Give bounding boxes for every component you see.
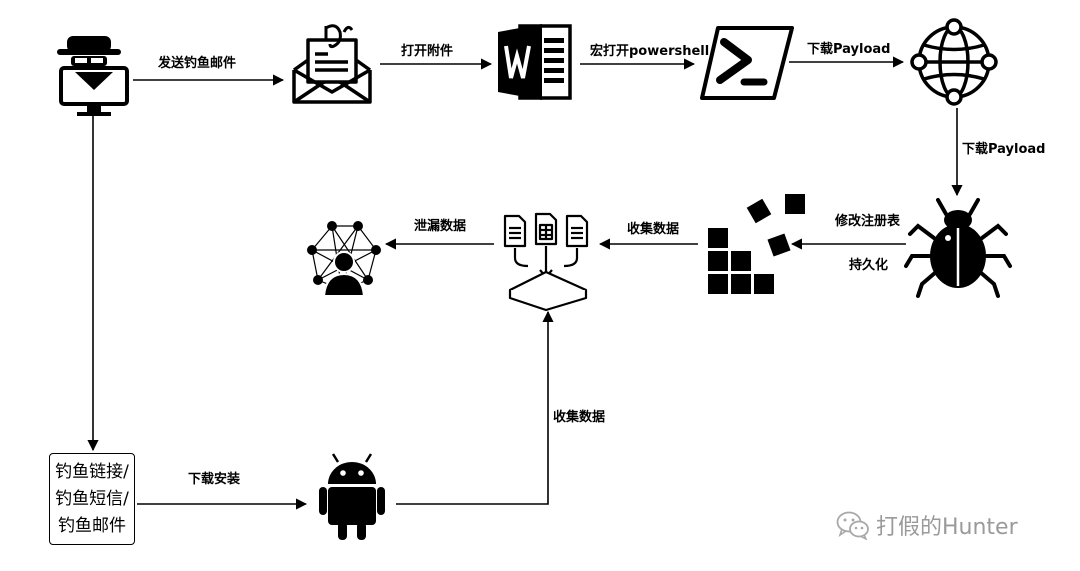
word-document-icon bbox=[498, 24, 572, 100]
phish-box-line1: 钓鱼链接/ bbox=[55, 461, 129, 482]
edge-label-macro-open-powershell: 宏打开powershell bbox=[590, 44, 710, 59]
phish-box-line3: 钓鱼邮件 bbox=[58, 515, 126, 536]
edge-label-download-install: 下载安装 bbox=[188, 472, 241, 487]
data-leak-network-icon bbox=[307, 221, 381, 297]
phishing-vector-box: 钓鱼链接/ 钓鱼短信/ 钓鱼邮件 bbox=[49, 453, 135, 545]
edge-label-persistence: 持久化 bbox=[849, 258, 889, 273]
edge-label-open-attachment: 打开附件 bbox=[401, 44, 454, 59]
edge-label-download-payload-2: 下载Payload bbox=[962, 142, 1046, 157]
malware-bug-icon bbox=[904, 198, 1012, 298]
edge-label-collect-data-1: 收集数据 bbox=[627, 222, 680, 237]
network-globe-icon bbox=[910, 18, 998, 106]
powershell-icon bbox=[700, 26, 794, 100]
android-icon bbox=[319, 453, 385, 540]
hacker-icon bbox=[57, 36, 129, 116]
arrow-android-to-collect bbox=[396, 310, 554, 505]
registry-icon bbox=[708, 194, 805, 294]
phish-box-line2: 钓鱼短信/ bbox=[55, 488, 129, 509]
watermark: 打假的Hunter bbox=[836, 508, 1018, 542]
data-collection-icon bbox=[503, 212, 589, 312]
edge-label-modify-registry: 修改注册表 bbox=[835, 214, 901, 229]
phishing-email-icon bbox=[292, 24, 372, 104]
watermark-text: 打假的Hunter bbox=[876, 515, 1018, 540]
edge-label-download-payload-1: 下载Payload bbox=[807, 42, 891, 57]
edge-label-collect-data-2: 收集数据 bbox=[553, 410, 606, 425]
wechat-icon bbox=[836, 511, 869, 540]
edge-label-send-phish-email: 发送钓鱼邮件 bbox=[158, 56, 237, 71]
edge-label-leak-data: 泄漏数据 bbox=[414, 219, 467, 234]
arrows bbox=[87, 56, 963, 510]
